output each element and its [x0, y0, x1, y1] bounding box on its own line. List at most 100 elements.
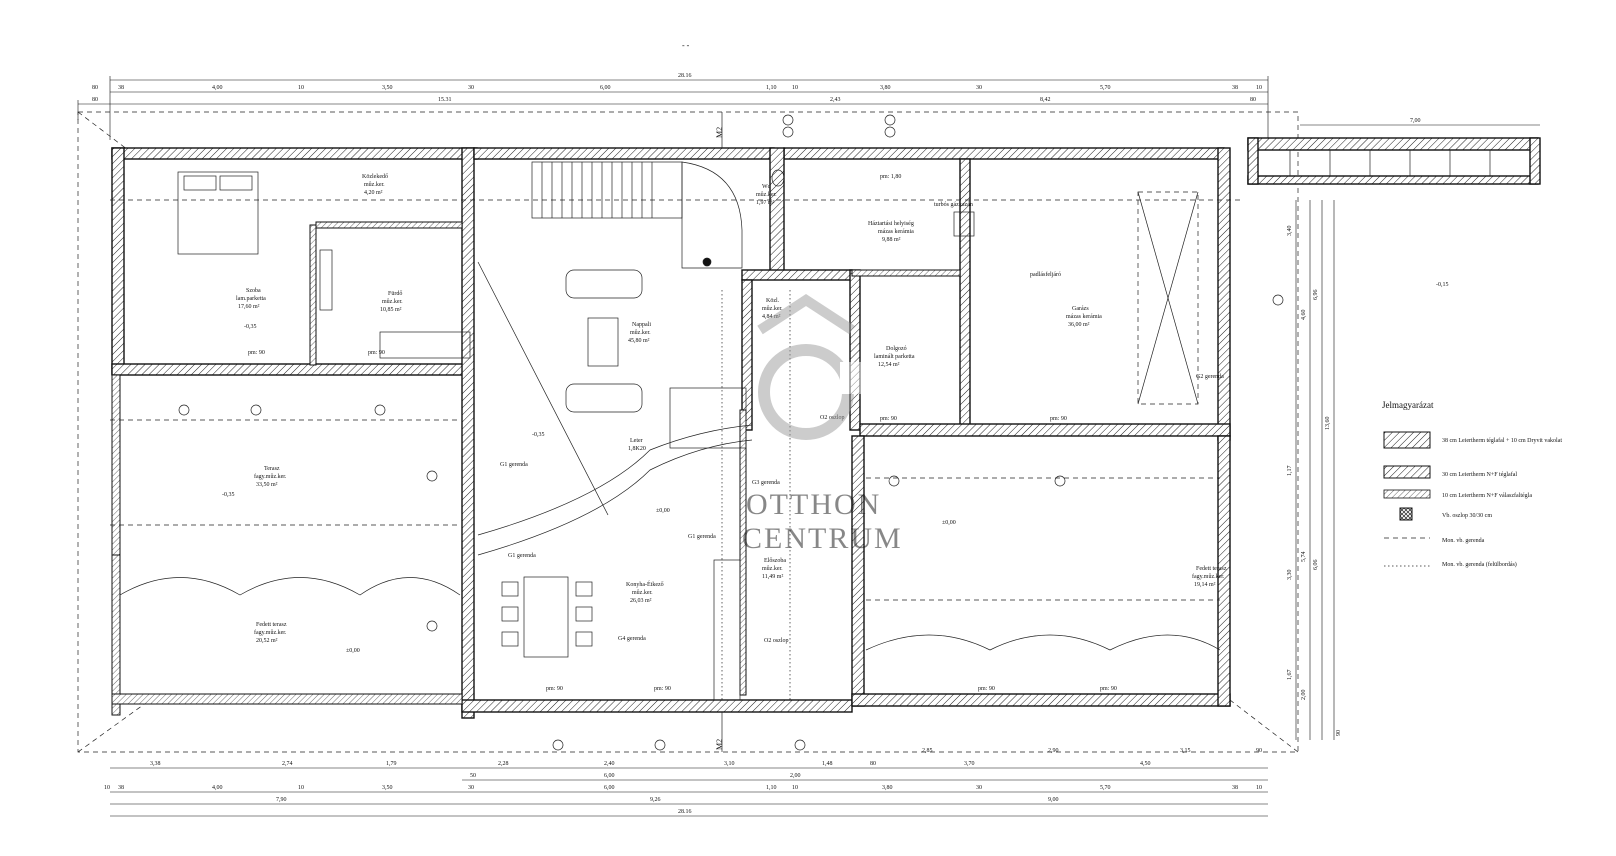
room-szoba: Szoba lam.parketta 17,60 m²: [236, 288, 266, 310]
level-label: ±0,00: [346, 648, 360, 654]
legend-swatch-38cm: [1383, 431, 1431, 449]
dim-label: 8,42: [1040, 97, 1051, 103]
dim-label: 80: [92, 97, 98, 103]
dim-bottom-row4: 7,90 9,26 9,00: [276, 797, 1059, 803]
room-nappali: Nappali mûz.ker. 45,80 m²: [628, 322, 651, 344]
room-garazs: Garázs mázas kerámia 36,00 m²: [1066, 306, 1102, 328]
dim-label: 38: [118, 785, 124, 791]
room-eloszoba: Előszoba mûz.ker. 11,49 m²: [762, 558, 786, 580]
legend-item: Vb. oszlop 30/30 cm: [1442, 513, 1492, 519]
dim-right-annex: 7,00: [1410, 118, 1421, 124]
annotations: Leter 1,8K20 G1 gerenda G1 gerenda G1 ge…: [222, 174, 1449, 692]
dim-label: 80: [92, 85, 98, 91]
legend-item: 38 cm Leiertherm téglafal + 10 cm Dryvit…: [1442, 437, 1562, 444]
dim-label: 5,70: [1100, 785, 1111, 791]
dim-label: 10: [1256, 785, 1262, 791]
beam-label: G3 gerenda: [752, 480, 780, 486]
dim-label: 90: [1336, 730, 1342, 736]
dim-bottom-row1: 3,38 2,74 1,79 2,28 2,40 3,10 1,48 80 2,…: [150, 748, 1262, 767]
level-label: ±0,00: [656, 508, 670, 514]
dim-label: 5,70: [1100, 85, 1111, 91]
room-name: Közlekedő: [362, 174, 388, 180]
dim-label: 30: [976, 85, 982, 91]
staircase: [531, 161, 743, 269]
dim-label: 30: [976, 785, 982, 791]
annex-block: [1247, 137, 1541, 185]
dim-label: 3,10: [724, 761, 735, 767]
beam-lines: [110, 191, 1240, 700]
dim-label: 30: [468, 785, 474, 791]
room-name: Wc: [762, 184, 771, 190]
dim-label: 1,17: [1287, 466, 1293, 477]
dim-label: 2,40: [604, 761, 615, 767]
dim-label: 1,67: [1287, 670, 1293, 681]
dim-label: 3,50: [382, 785, 393, 791]
legend-item: 30 cm Leiertherm N+F téglafal: [1442, 471, 1517, 478]
parapet-label: pm: 1,80: [880, 174, 901, 180]
grid-markers: [178, 114, 1284, 751]
room-name: Garázs: [1072, 306, 1089, 312]
header-mark: - -: [682, 41, 690, 50]
parapet-label: pm: 90: [546, 686, 563, 692]
level-label: -0,15: [1436, 282, 1449, 288]
walls: [111, 147, 1231, 719]
dim-label: 90: [1256, 748, 1262, 754]
dim-label: 9,26: [650, 797, 661, 803]
legend-swatch-30cm: [1383, 465, 1431, 479]
dim-top-row1: 80 38 4,00 10 3,50 30 6,00 1,10 10 3,80 …: [92, 85, 1262, 91]
beam-label: G2 gerenda: [1196, 374, 1224, 380]
column-label: O2 oszlop: [764, 638, 789, 644]
room-name: Előszoba: [764, 558, 786, 564]
room-name: Fedett terasz: [1196, 566, 1227, 572]
section-label: M2: [715, 127, 724, 138]
room-name: Háztartási helyiség: [868, 221, 914, 227]
legend-item: Mon. vb. gerenda: [1442, 538, 1485, 544]
dim-label: 9,00: [1048, 797, 1059, 803]
dim-label: 38: [118, 85, 124, 91]
legend-swatch-column: [1399, 507, 1413, 521]
dim-label: 7,90: [276, 797, 287, 803]
parapet-label: pm: 90: [368, 350, 385, 356]
dim-label: 38: [1232, 785, 1238, 791]
room-name: Nappali: [632, 322, 651, 328]
dim-label: 10: [298, 85, 304, 91]
room-floor: lam.parketta: [236, 296, 266, 302]
dim-label: 3,38: [150, 761, 161, 767]
dim-label: 10: [792, 785, 798, 791]
room-floor: mûz.ker.: [630, 330, 651, 336]
room-furdo: Fürdő mûz.ker. 10,85 m²: [380, 291, 403, 313]
leter-label: Leter: [630, 438, 643, 444]
dim-label: 3,80: [882, 785, 893, 791]
room-floor: mûz.ker.: [762, 306, 783, 312]
room-area: 4,20 m²: [364, 190, 383, 196]
dim-label: 6,96: [1313, 290, 1319, 301]
leter-value: 1,8K20: [628, 446, 646, 452]
legend-title: Jelmagyarázat: [1382, 400, 1434, 410]
room-area: 19,14 m²: [1194, 582, 1216, 588]
dim-label: 4,50: [1140, 761, 1151, 767]
dim-top-row2: 80 15.31 2,43 8,42 80: [92, 97, 1256, 103]
ridge-lines: [477, 261, 753, 556]
beam-label: G4 gerenda: [618, 636, 646, 642]
legend-swatch-10cm: [1383, 489, 1431, 499]
bottom-dimension-lines: [110, 767, 1268, 817]
dim-label: 3,40: [1287, 226, 1293, 237]
dim-label: 15.31: [438, 97, 452, 103]
room-haztartasi: Háztartási helyiség mázas kerámia 9,88 m…: [868, 221, 914, 243]
dim-label: 6,06: [1313, 560, 1319, 571]
room-kozlekedo: Közlekedő mûz.ker. 4,20 m²: [362, 174, 388, 196]
dim-label: 30: [468, 85, 474, 91]
dim-label: 38: [1232, 85, 1238, 91]
room-floor: mûz.ker.: [364, 182, 385, 188]
room-fedett-terasz-left: Fedett terasz fagy.mûz.ker. 20,52 m²: [254, 622, 287, 644]
room-area: 36,00 m²: [1068, 322, 1090, 328]
room-dolgozo: Dolgozó laminált parketta 12,54 m²: [874, 346, 915, 368]
parapet-label: pm: 90: [1100, 686, 1117, 692]
dim-label: 13,60: [1325, 417, 1331, 431]
room-floor: fagy.mûz.ker.: [254, 629, 287, 636]
room-floor: mûz.ker.: [756, 192, 777, 198]
right-dimension-lines: [1295, 200, 1335, 740]
level-label: -0,35: [222, 492, 235, 498]
dim-label: 2,43: [830, 97, 841, 103]
